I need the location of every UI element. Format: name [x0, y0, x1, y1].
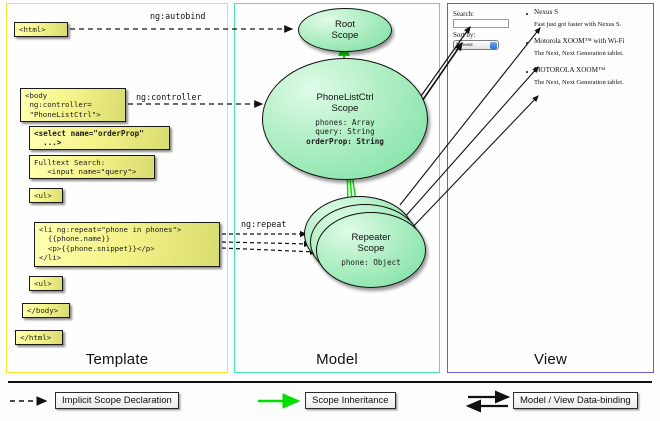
wire-label-controller: ng:controller [136, 92, 202, 102]
scope-phonelistctrl-props: phones: Array query: String orderProp: S… [306, 118, 384, 146]
legend-divider [8, 381, 652, 383]
wire-label-repeat: ng:repeat [241, 219, 287, 229]
legend-label-databinding: Model / View Data-binding [513, 392, 638, 409]
scope-root-title: Root Scope [331, 19, 359, 41]
code-box-body-open: <body ng:controller= "PhoneListCtrl"> [20, 88, 126, 122]
phone-snippet: Fast just got faster with Nexus S. [534, 21, 622, 28]
scope-prop-phones: phones: Array [315, 117, 375, 127]
panel-template-label: Template [85, 351, 149, 368]
code-box-select: <select name="orderProp" ...> [29, 126, 170, 150]
legend-icons [10, 390, 511, 413]
panel-view-label: View [533, 351, 568, 368]
code-box-body-close: </body> [22, 303, 70, 318]
sort-select-value: Newest [456, 42, 473, 48]
sort-select[interactable]: Newest [453, 40, 499, 50]
list-bullet [526, 13, 529, 16]
scope-prop-orderprop: orderProp: String [306, 136, 384, 146]
code-box-html-close: </html> [15, 330, 63, 345]
list-bullet [526, 71, 529, 74]
wire-label-autobind: ng:autobind [150, 11, 206, 21]
phone-name: Motorola XOOM™ with Wi-Fi [534, 37, 625, 45]
scope-phonelistctrl-title: PhoneListCtrl Scope [316, 91, 374, 114]
panel-model-label: Model [316, 351, 358, 368]
legend: Implicit Scope Declaration Scope Inherit… [0, 381, 660, 421]
code-box-ul-open: <ul> [29, 188, 63, 203]
search-label: Search: [453, 10, 474, 18]
phone-name: Nexus S [534, 8, 559, 16]
scope-prop-phone: phone: Object [341, 258, 401, 268]
scope-prop-query: query: String [315, 127, 375, 137]
list-bullet [526, 42, 529, 45]
chevron-down-icon [490, 42, 497, 49]
scope-repeater-props: phone: Object [341, 258, 400, 267]
scope-repeater: Repeater Scope phone: Object [316, 212, 426, 288]
scope-root: Root Scope [298, 8, 392, 52]
legend-label-inheritance: Scope Inheritance [305, 392, 396, 409]
scope-repeater-title: Repeater Scope [351, 232, 391, 255]
sort-label: Sort by: [453, 31, 476, 39]
phone-snippet: The Next, Next Generation tablet. [534, 79, 624, 86]
search-input[interactable] [453, 19, 509, 28]
code-box-input-query: Fulltext Search: <input name="query"> [29, 155, 155, 179]
code-box-ul-close: <ul> [29, 276, 63, 291]
legend-label-implicit: Implicit Scope Declaration [55, 392, 179, 409]
phone-name: MOTOROLA XOOM™ [534, 66, 606, 74]
phone-snippet: The Next, Next Generation tablet. [534, 50, 624, 57]
view-app-preview: Search: Sort by: Newest Nexus S Fast jus… [452, 8, 650, 128]
code-box-li-repeat: <li ng:repeat="phone in phones"> {{phone… [34, 222, 220, 267]
code-box-html-open: <html> [14, 22, 68, 37]
scope-phonelistctrl: PhoneListCtrl Scope phones: Array query:… [262, 58, 428, 180]
